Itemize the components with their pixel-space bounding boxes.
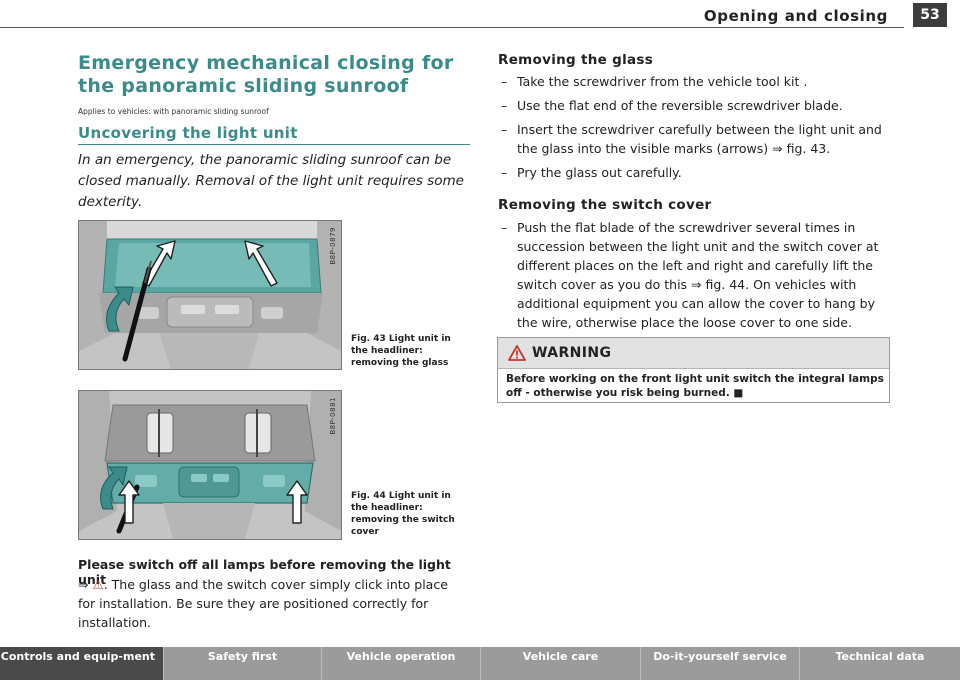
figure-43-code: B8P-0879 bbox=[329, 227, 337, 265]
footer-tab-vehicle-operation[interactable]: Vehicle operation bbox=[322, 647, 480, 680]
header-rule bbox=[0, 27, 904, 28]
lamp-off-instruction: Please switch off all lamps before remov… bbox=[78, 557, 451, 587]
footer-tab-vehicle-care[interactable]: Vehicle care bbox=[481, 647, 640, 680]
reference-arrow: ⇒ bbox=[78, 577, 89, 592]
footer-tab-technical-data[interactable]: Technical data bbox=[800, 647, 960, 680]
section-title: Opening and closing bbox=[703, 7, 888, 25]
switch-cover-removal-steps: Push the flat blade of the screwdriver s… bbox=[498, 218, 898, 337]
footer-tab-label: Do-it-yourself service bbox=[653, 650, 787, 663]
glass-removal-steps: Take the screwdriver from the vehicle to… bbox=[498, 72, 898, 187]
warning-header: WARNING bbox=[498, 338, 889, 369]
footer-tab-label: Vehicle operation bbox=[346, 650, 456, 663]
applies-note: Applies to vehicles: with panoramic slid… bbox=[78, 107, 269, 116]
intro-text: In an emergency, the panoramic sliding s… bbox=[78, 152, 464, 210]
footer-tab-diy-service[interactable]: Do-it-yourself service bbox=[641, 647, 799, 680]
footer-tab-label: Technical data bbox=[835, 650, 925, 663]
warning-title: WARNING bbox=[532, 345, 612, 361]
light-unit-glass-illustration bbox=[79, 221, 341, 369]
list-item: Push the flat blade of the screwdriver s… bbox=[498, 218, 898, 332]
footer-tab-label: Vehicle care bbox=[522, 650, 599, 663]
footer-tab-safety[interactable]: Safety first bbox=[164, 647, 321, 680]
heading-removing-glass: Removing the glass bbox=[498, 52, 654, 68]
figure-43-caption: Fig. 43 Light unit in the headliner: rem… bbox=[351, 334, 451, 368]
warning-text: Before working on the front light unit s… bbox=[506, 373, 884, 399]
list-item: Use the flat end of the reversible screw… bbox=[498, 96, 898, 115]
figure-44-caption: Fig. 44 Light unit in the headliner: rem… bbox=[351, 491, 455, 537]
installation-note-text: . The glass and the switch cover simply … bbox=[78, 577, 448, 630]
footer-tab-controls[interactable]: Controls and equip-ment bbox=[0, 647, 163, 680]
page-number: 53 bbox=[913, 3, 947, 27]
light-unit-switch-cover-illustration bbox=[79, 391, 341, 539]
heading-removing-switch-cover: Removing the switch cover bbox=[498, 197, 712, 213]
installation-note: ⇒ ⚠. The glass and the switch cover simp… bbox=[78, 575, 468, 632]
figure-44-code: B8P-0881 bbox=[329, 397, 337, 435]
list-item: Insert the screwdriver carefully between… bbox=[498, 120, 898, 158]
footer-nav: Controls and equip-ment Safety first Veh… bbox=[0, 647, 960, 680]
page-title: Emergency mechanical closing for the pan… bbox=[78, 52, 454, 97]
list-item: Pry the glass out carefully. bbox=[498, 163, 898, 182]
list-item: Take the screwdriver from the vehicle to… bbox=[498, 72, 898, 91]
figure-44-image: B8P-0881 bbox=[78, 390, 342, 540]
footer-tab-label: Safety first bbox=[207, 650, 278, 663]
figure-43-image: B8P-0879 bbox=[78, 220, 342, 370]
footer-tab-label: Controls and equip-ment bbox=[0, 650, 155, 663]
section-subtitle: Uncovering the light unit bbox=[78, 124, 470, 145]
warning-triangle-icon bbox=[508, 345, 526, 361]
warning-box: WARNING Before working on the front ligh… bbox=[497, 337, 890, 403]
warning-triangle-icon: ⚠ bbox=[92, 577, 104, 592]
